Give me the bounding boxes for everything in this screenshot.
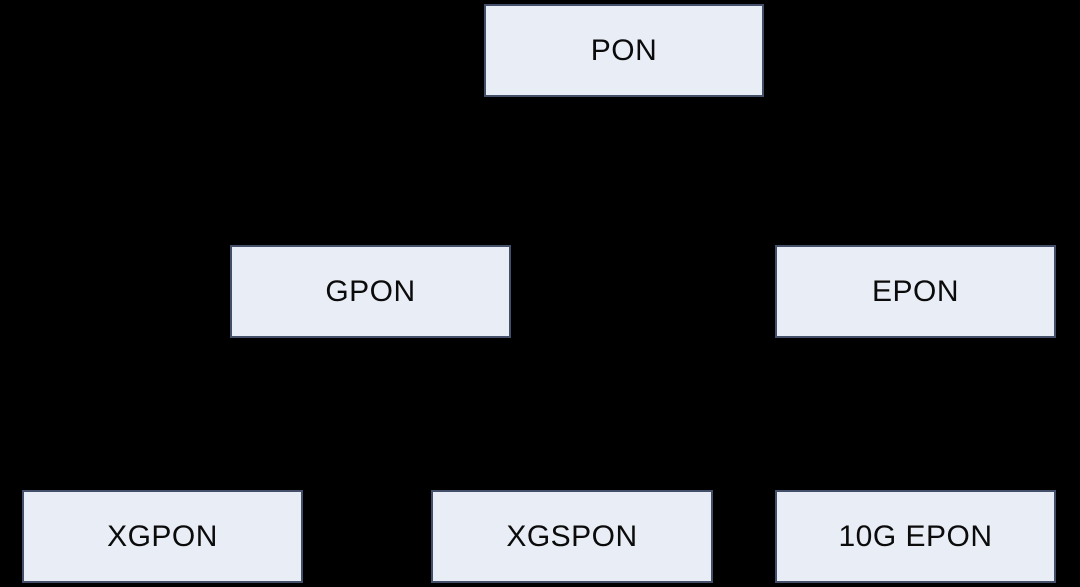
node-pon-label: PON xyxy=(590,33,658,67)
node-xgpon: XGPON xyxy=(22,490,303,583)
node-xgpon-label: XGPON xyxy=(107,519,218,553)
node-gpon: GPON xyxy=(230,245,511,338)
node-10g-epon: 10G EPON xyxy=(775,490,1056,583)
node-pon: PON xyxy=(484,4,764,97)
node-10g-epon-label: 10G EPON xyxy=(838,519,993,553)
node-epon: EPON xyxy=(775,245,1056,338)
node-xgspon: XGSPON xyxy=(431,490,713,583)
node-epon-label: EPON xyxy=(871,274,960,308)
node-gpon-label: GPON xyxy=(325,274,416,308)
node-xgspon-label: XGSPON xyxy=(506,519,638,553)
